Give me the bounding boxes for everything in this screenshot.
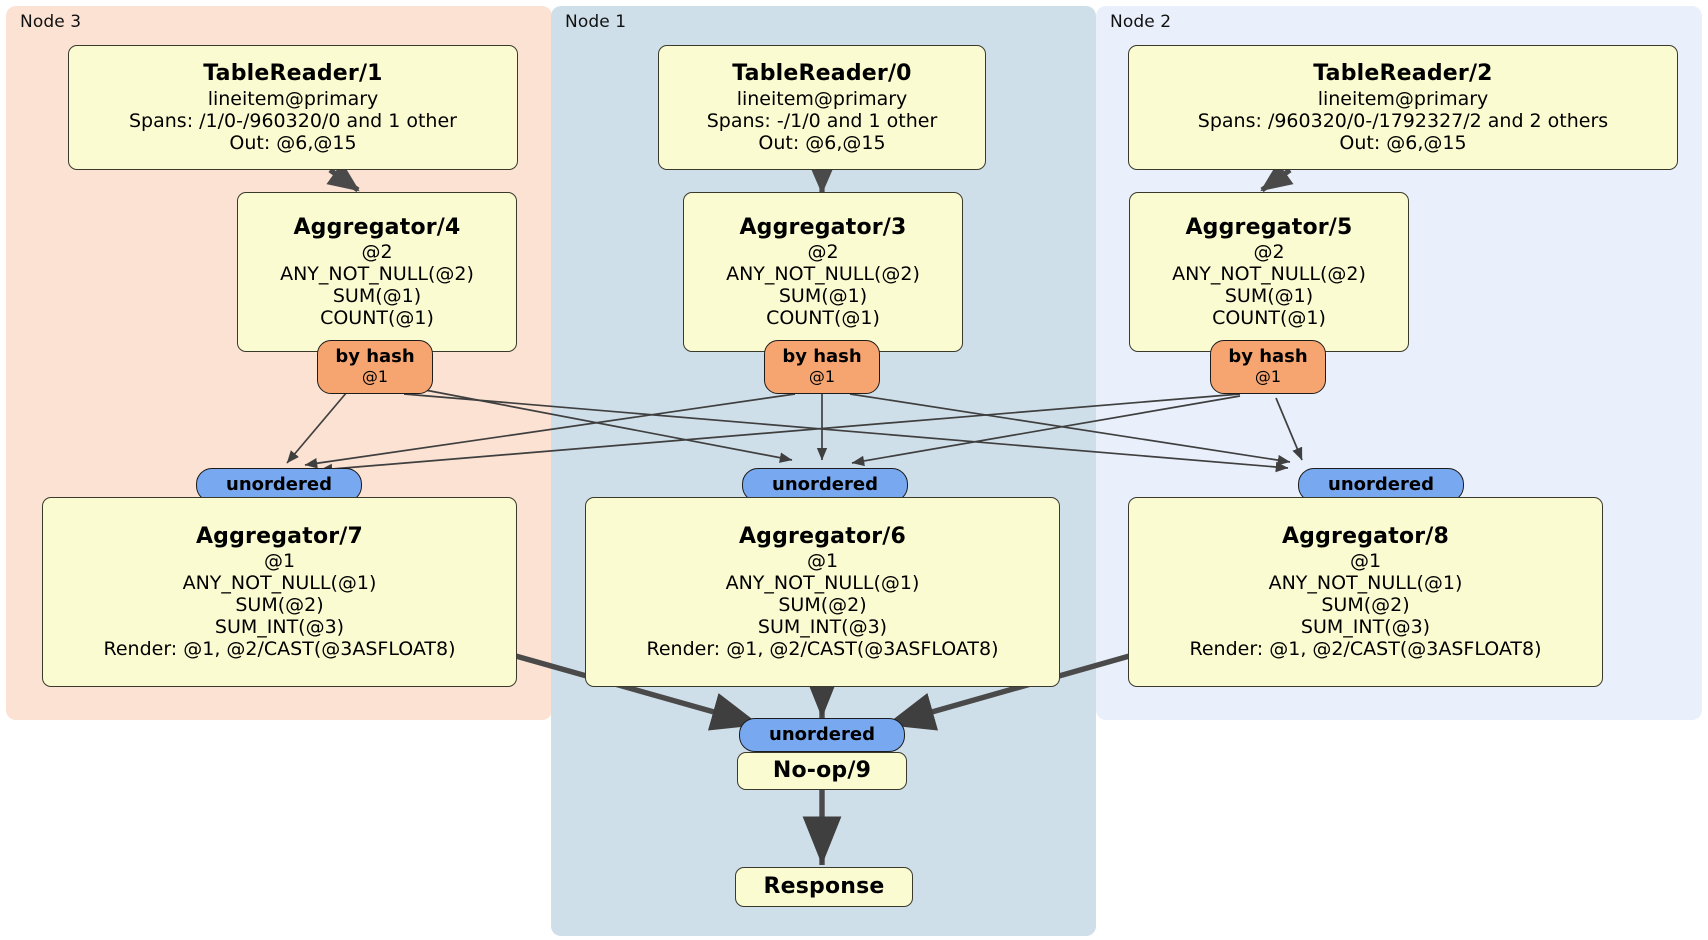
processor-line: @2	[361, 241, 393, 264]
processor-title: Aggregator/5	[1185, 214, 1353, 240]
router-by-hash-node-1[interactable]: by hash @1	[764, 340, 880, 394]
processor-line: SUM(@2)	[1321, 594, 1410, 617]
processor-line: @1	[806, 550, 839, 573]
processor-line: Out: @6,@15	[758, 131, 886, 154]
processor-line: Render: @1, @2/CAST(@3ASFLOAT8)	[103, 638, 456, 661]
processor-line: Out: @6,@15	[1339, 131, 1467, 154]
stream-label: unordered	[1328, 473, 1434, 495]
processor-line: lineitem@primary	[736, 87, 908, 110]
processor-line: ANY_NOT_NULL(@1)	[182, 572, 377, 595]
processor-no-op-9[interactable]: No-op/9	[737, 752, 907, 790]
panel-node-3-label: Node 3	[20, 12, 82, 32]
processor-line: @1	[1349, 550, 1382, 573]
processor-line: SUM(@1)	[332, 285, 422, 308]
processor-line: SUM(@2)	[235, 594, 324, 617]
processor-table-reader-1[interactable]: TableReader/1 lineitem@primary Spans: /1…	[68, 45, 518, 170]
stream-unordered-node-1[interactable]: unordered	[742, 468, 908, 502]
router-by-hash-node-2[interactable]: by hash @1	[1210, 340, 1326, 394]
processor-response[interactable]: Response	[735, 867, 913, 907]
processor-title: Aggregator/6	[738, 523, 907, 549]
processor-line: @1	[263, 550, 296, 573]
processor-table-reader-2[interactable]: TableReader/2 lineitem@primary Spans: /9…	[1128, 45, 1678, 170]
stream-label: unordered	[226, 473, 332, 495]
processor-line: @2	[1253, 241, 1285, 264]
processor-title: Aggregator/3	[739, 214, 907, 240]
processor-line: @2	[807, 241, 839, 264]
processor-line: ANY_NOT_NULL(@1)	[1268, 572, 1463, 595]
processor-line: Spans: -/1/0 and 1 other	[706, 109, 938, 132]
processor-line: ANY_NOT_NULL(@1)	[725, 572, 920, 595]
router-line: @1	[1254, 367, 1282, 387]
stream-label: unordered	[772, 473, 878, 495]
processor-line: SUM(@2)	[778, 594, 867, 617]
router-title: by hash	[335, 346, 415, 368]
stream-unordered-final[interactable]: unordered	[739, 718, 905, 752]
processor-title: TableReader/1	[203, 61, 383, 87]
processor-line: ANY_NOT_NULL(@2)	[726, 263, 920, 286]
processor-line: Spans: /960320/0-/1792327/2 and 2 others	[1197, 109, 1609, 132]
processor-table-reader-0[interactable]: TableReader/0 lineitem@primary Spans: -/…	[658, 45, 986, 170]
processor-line: COUNT(@1)	[320, 307, 434, 330]
processor-aggregator-5[interactable]: Aggregator/5 @2 ANY_NOT_NULL(@2) SUM(@1)…	[1129, 192, 1409, 352]
processor-line: lineitem@primary	[1317, 87, 1489, 110]
router-line: @1	[361, 367, 389, 387]
processor-line: Render: @1, @2/CAST(@3ASFLOAT8)	[646, 638, 999, 661]
processor-aggregator-6[interactable]: Aggregator/6 @1 ANY_NOT_NULL(@1) SUM(@2)…	[585, 497, 1060, 687]
processor-line: ANY_NOT_NULL(@2)	[1172, 263, 1366, 286]
processor-title: TableReader/0	[732, 61, 912, 87]
processor-aggregator-7[interactable]: Aggregator/7 @1 ANY_NOT_NULL(@1) SUM(@2)…	[42, 497, 517, 687]
router-line: @1	[808, 367, 836, 387]
processor-line: Spans: /1/0-/960320/0 and 1 other	[129, 109, 457, 132]
processor-line: SUM_INT(@3)	[1300, 616, 1431, 639]
processor-aggregator-3[interactable]: Aggregator/3 @2 ANY_NOT_NULL(@2) SUM(@1)…	[683, 192, 963, 352]
processor-line: ANY_NOT_NULL(@2)	[280, 263, 474, 286]
processor-title: Aggregator/7	[195, 523, 364, 549]
processor-line: COUNT(@1)	[766, 307, 880, 330]
processor-line: lineitem@primary	[207, 87, 379, 110]
router-title: by hash	[782, 346, 862, 368]
processor-line: COUNT(@1)	[1212, 307, 1326, 330]
panel-node-1-label: Node 1	[565, 12, 627, 32]
processor-line: SUM(@1)	[778, 285, 868, 308]
panel-node-2-label: Node 2	[1110, 12, 1172, 32]
router-by-hash-node-3[interactable]: by hash @1	[317, 340, 433, 394]
processor-aggregator-4[interactable]: Aggregator/4 @2 ANY_NOT_NULL(@2) SUM(@1)…	[237, 192, 517, 352]
processor-title: TableReader/2	[1313, 61, 1493, 87]
processor-line: SUM_INT(@3)	[757, 616, 888, 639]
processor-title: Aggregator/4	[293, 214, 461, 240]
router-title: by hash	[1228, 346, 1308, 368]
processor-line: SUM_INT(@3)	[214, 616, 345, 639]
processor-aggregator-8[interactable]: Aggregator/8 @1 ANY_NOT_NULL(@1) SUM(@2)…	[1128, 497, 1603, 687]
processor-title: Aggregator/8	[1281, 523, 1450, 549]
processor-line: Render: @1, @2/CAST(@3ASFLOAT8)	[1189, 638, 1542, 661]
processor-line: SUM(@1)	[1224, 285, 1314, 308]
processor-line: Out: @6,@15	[229, 131, 357, 154]
stream-label: unordered	[769, 723, 875, 745]
processor-title: No-op/9	[772, 757, 872, 783]
processor-title: Response	[763, 873, 885, 899]
